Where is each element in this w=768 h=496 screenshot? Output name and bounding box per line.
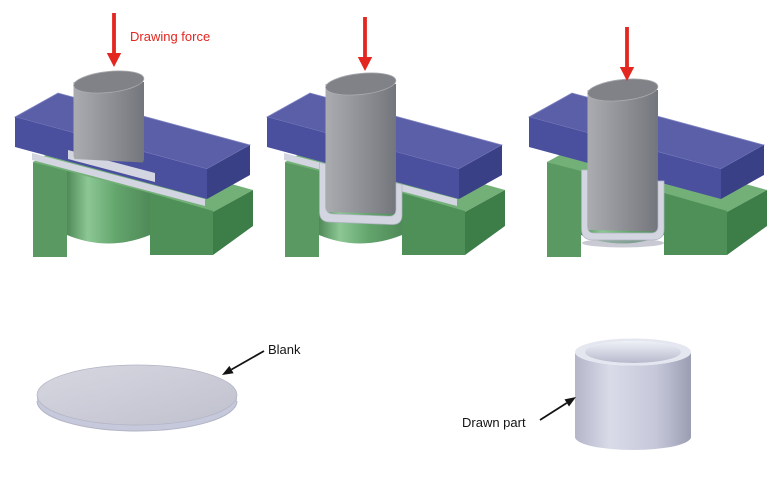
blank-arrow-line (231, 350, 265, 371)
blank-disc (36, 364, 238, 432)
stage-2 (266, 17, 506, 258)
partially-drawn-blank (319, 161, 403, 225)
blank-arrow-head-icon (222, 365, 234, 375)
fully-drawn-blank (581, 169, 665, 241)
drawn-part-cup (575, 338, 691, 450)
force-down-arrow-icon (357, 17, 373, 71)
blank-disc-top (36, 364, 238, 426)
drawing-force-label: Drawing force (130, 29, 210, 44)
force-down-arrow-icon (619, 27, 635, 81)
blank-flange-right (402, 184, 457, 206)
cup-body (575, 352, 691, 450)
blank-label: Blank (268, 342, 301, 357)
cup-interior (585, 341, 681, 363)
punch-body (325, 84, 396, 214)
blank-disc-bottom-edge (36, 400, 238, 432)
punch-body (73, 82, 144, 163)
punch-body (587, 90, 658, 232)
punch-top-face (587, 78, 659, 102)
stage-1: Drawing force (14, 13, 254, 258)
drawn-part-arrow-head-icon (564, 397, 576, 407)
cup-shadow (582, 238, 664, 248)
punch-top-face (325, 72, 397, 96)
drawn-part-annotation: Drawn part (462, 397, 576, 430)
drawn-part-arrow-line (539, 402, 568, 421)
punch-top-face (73, 70, 145, 94)
blank-flange-left (284, 153, 320, 170)
force-down-arrow-icon (106, 13, 122, 67)
blank-disc-side (37, 395, 237, 431)
drawn-part-label: Drawn part (462, 415, 526, 430)
stage-3 (528, 27, 768, 258)
blank-annotation: Blank (222, 342, 301, 375)
blank-sheet (32, 153, 205, 206)
